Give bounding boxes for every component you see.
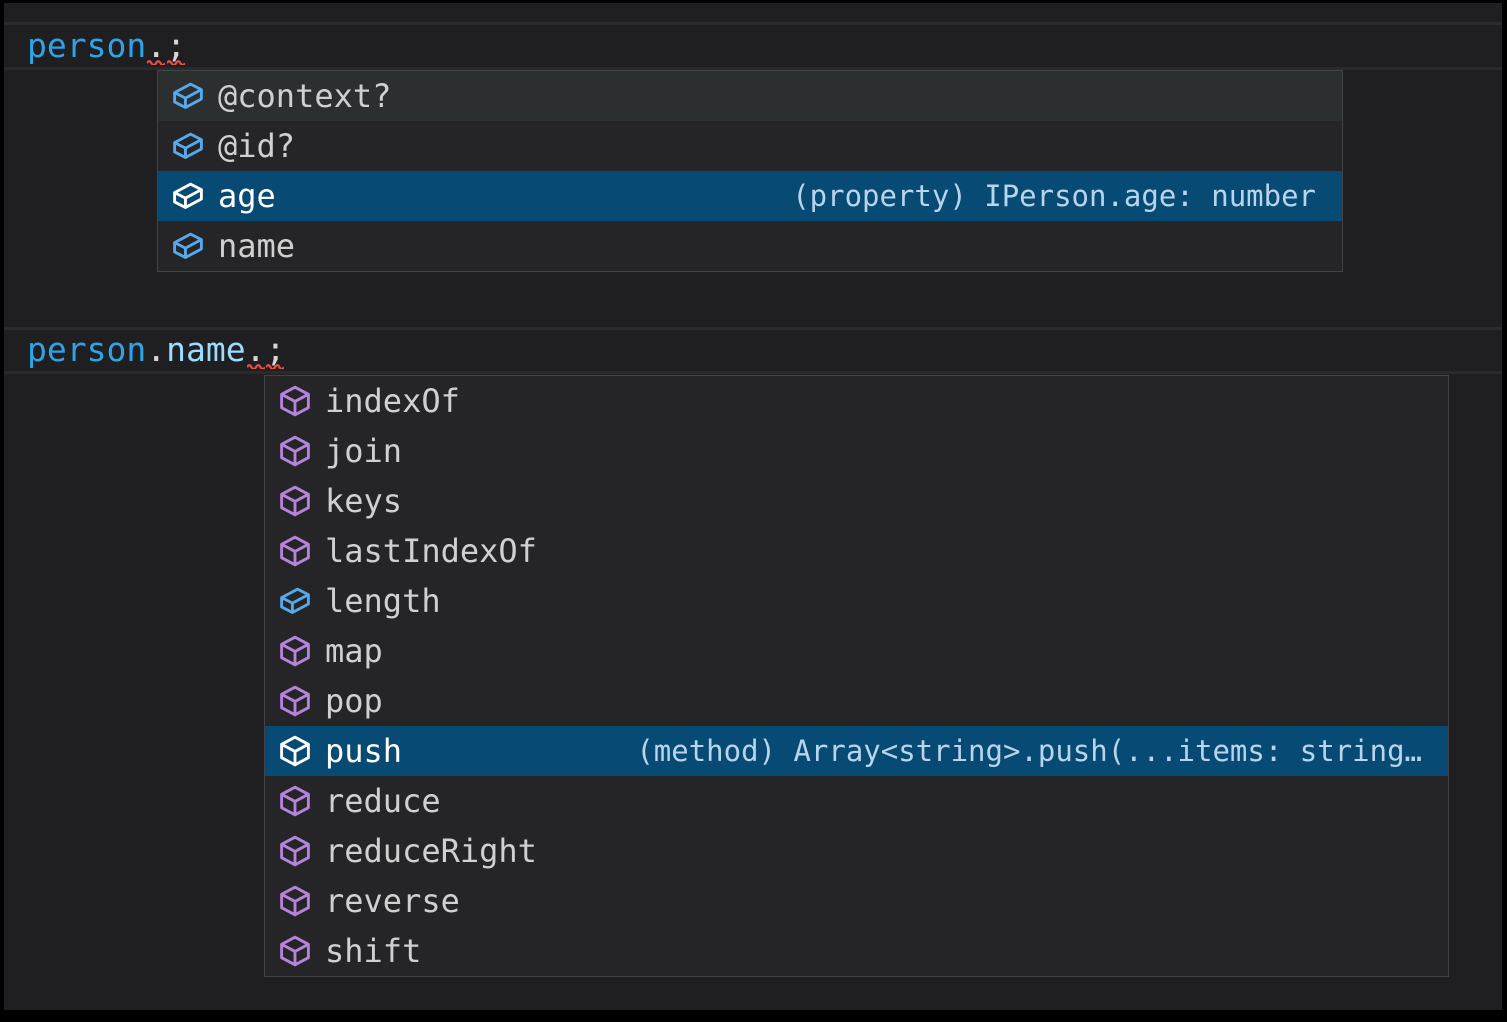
suggestion-item-keys[interactable]: keys bbox=[265, 476, 1448, 526]
field-icon bbox=[278, 584, 312, 618]
suggestion-label: keys bbox=[325, 482, 403, 520]
suggestion-label: map bbox=[325, 632, 383, 670]
code-token-dot: . bbox=[245, 330, 266, 369]
suggestion-item-lastindexof[interactable]: lastIndexOf bbox=[265, 526, 1448, 576]
method-icon bbox=[278, 784, 312, 818]
field-icon bbox=[171, 129, 205, 163]
method-icon bbox=[278, 484, 312, 518]
suggestion-item-reverse[interactable]: reverse bbox=[265, 876, 1448, 926]
code-token-property: name bbox=[166, 330, 246, 369]
field-icon bbox=[171, 179, 205, 213]
suggestion-label: shift bbox=[325, 932, 422, 970]
suggest-widget-2: indexOf join keys lastIndexOf length map bbox=[264, 375, 1449, 977]
suggestion-detail: (method) Array<string>.push(...items: st… bbox=[636, 734, 1422, 768]
line-highlight-border bbox=[4, 67, 1502, 70]
suggestion-label: age bbox=[218, 177, 276, 215]
suggestion-item-reduceright[interactable]: reduceRight bbox=[265, 826, 1448, 876]
suggestion-label: reverse bbox=[325, 882, 460, 920]
field-icon bbox=[171, 229, 205, 263]
suggestion-label: lastIndexOf bbox=[325, 532, 537, 570]
suggestion-label: length bbox=[325, 582, 441, 620]
suggestion-item-reduce[interactable]: reduce bbox=[265, 776, 1448, 826]
code-editor[interactable]: person.; @context? @id? age (property) I… bbox=[4, 3, 1502, 1010]
suggestion-item-map[interactable]: map bbox=[265, 626, 1448, 676]
suggestion-item-shift[interactable]: shift bbox=[265, 926, 1448, 976]
suggestion-label: @id? bbox=[218, 127, 296, 165]
method-icon bbox=[278, 834, 312, 868]
suggestion-label: indexOf bbox=[325, 382, 460, 420]
error-squiggle-icon bbox=[167, 58, 185, 65]
code-token-variable: person bbox=[27, 330, 147, 369]
error-squiggle-icon bbox=[147, 58, 165, 65]
suggest-widget-1: @context? @id? age (property) IPerson.ag… bbox=[157, 70, 1343, 272]
code-token-dot: . bbox=[146, 330, 167, 369]
suggestion-detail: (property) IPerson.age: number bbox=[792, 179, 1316, 213]
method-icon bbox=[278, 384, 312, 418]
suggestion-item-age[interactable]: age (property) IPerson.age: number bbox=[158, 171, 1342, 221]
line-highlight-border bbox=[4, 22, 1502, 25]
suggestion-item-indexof[interactable]: indexOf bbox=[265, 376, 1448, 426]
suggestion-item-pop[interactable]: pop bbox=[265, 676, 1448, 726]
suggestion-label: reduceRight bbox=[325, 832, 537, 870]
suggestion-item-length[interactable]: length bbox=[265, 576, 1448, 626]
method-icon bbox=[278, 934, 312, 968]
code-token-semicolon: ; bbox=[265, 330, 286, 369]
method-icon bbox=[278, 734, 312, 768]
suggestion-item-join[interactable]: join bbox=[265, 426, 1448, 476]
suggestion-label: reduce bbox=[325, 782, 441, 820]
error-squiggle-icon bbox=[247, 362, 265, 369]
suggestion-label: join bbox=[325, 432, 403, 470]
suggestion-item-name[interactable]: name bbox=[158, 221, 1342, 271]
line-highlight-border bbox=[4, 371, 1502, 374]
suggestion-label: pop bbox=[325, 682, 383, 720]
error-squiggle-icon bbox=[266, 362, 284, 369]
line-highlight-border bbox=[4, 327, 1502, 330]
code-token-dot: . bbox=[146, 26, 167, 65]
method-icon bbox=[278, 634, 312, 668]
method-icon bbox=[278, 434, 312, 468]
suggestion-item-id[interactable]: @id? bbox=[158, 121, 1342, 171]
method-icon bbox=[278, 534, 312, 568]
suggestion-label: name bbox=[218, 227, 296, 265]
suggestion-item-context[interactable]: @context? bbox=[158, 71, 1342, 121]
field-icon bbox=[171, 79, 205, 113]
code-line-2[interactable]: person.name.; bbox=[27, 329, 285, 371]
code-token-variable: person bbox=[27, 26, 147, 65]
suggestion-label: @context? bbox=[218, 77, 392, 115]
code-line-1[interactable]: person.; bbox=[27, 25, 186, 67]
code-token-semicolon: ; bbox=[166, 26, 186, 65]
suggestion-item-push[interactable]: push (method) Array<string>.push(...item… bbox=[265, 726, 1448, 776]
suggestion-label: push bbox=[325, 732, 403, 770]
method-icon bbox=[278, 684, 312, 718]
method-icon bbox=[278, 884, 312, 918]
